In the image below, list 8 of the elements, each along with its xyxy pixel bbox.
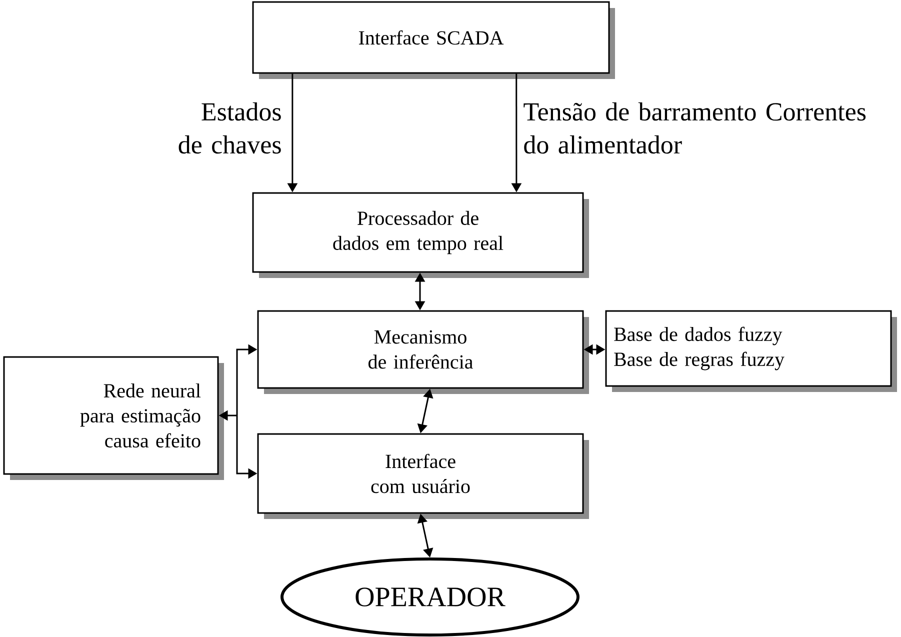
process-box: Rede neural para estimação causa efeito: [3, 356, 224, 480]
process-box: Processador de dados em tempo real: [252, 192, 589, 278]
edge-label: Tensão de barramento Correntes do alimentador: [524, 102, 866, 154]
process-box: Base de dados fuzzy Base de regras fuzzy: [605, 310, 898, 392]
process-box: Interface SCADA: [252, 1, 615, 79]
process-box: Interface com usuário: [257, 433, 589, 519]
edge-label: Estados de chaves: [178, 102, 281, 154]
process-box: Mecanismo de inferência: [257, 310, 589, 394]
